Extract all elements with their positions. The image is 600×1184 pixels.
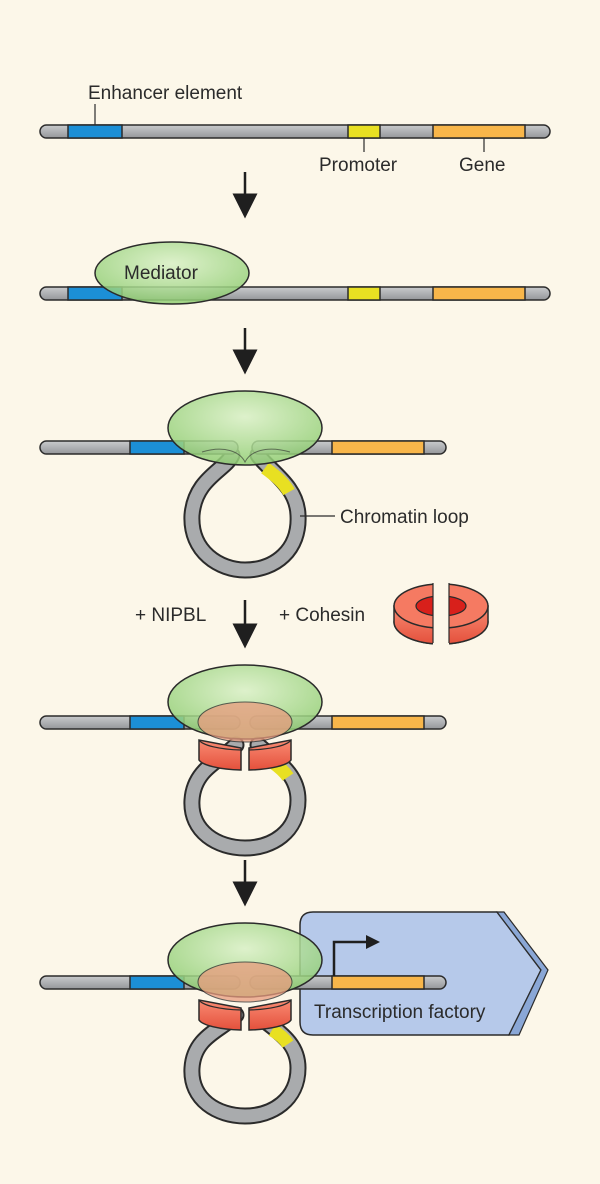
- step-3: Chromatin loop: [39, 390, 469, 579]
- step-5: Transcription factory: [39, 911, 549, 1125]
- cohesin-ring: [393, 580, 489, 646]
- cohesin-ring-bound: [198, 999, 292, 1031]
- promoter-segment: [261, 462, 295, 496]
- gene-segment: [331, 975, 425, 990]
- cohesin-ring-bound: [198, 739, 292, 771]
- gene-label: Gene: [459, 155, 505, 176]
- promoter-segment: [347, 124, 381, 139]
- transcription-start-arrow: [332, 940, 368, 976]
- promoter-segment: [347, 286, 381, 301]
- dna-strand: [39, 124, 551, 139]
- step-4: [39, 664, 447, 857]
- enhancer-label: Enhancer element: [88, 83, 243, 104]
- mediator-complex: [167, 390, 323, 466]
- transcription-factory-label: Transcription factory: [314, 1002, 486, 1023]
- gene-segment: [331, 715, 425, 730]
- gene-segment: [331, 440, 425, 455]
- cohesin-label: + Cohesin: [279, 605, 365, 626]
- step-1: Enhancer element Promoter Gene: [39, 83, 551, 176]
- gene-segment: [432, 286, 526, 301]
- enhancer-segment: [129, 975, 185, 990]
- mediator-label: Mediator: [124, 263, 199, 284]
- mediator-complex: [94, 241, 250, 305]
- gene-segment: [432, 124, 526, 139]
- enhancer-segment: [67, 124, 123, 139]
- nipbl-label: + NIPBL: [135, 605, 206, 626]
- step-2: Mediator: [39, 241, 551, 305]
- chromatin-loop-label: Chromatin loop: [340, 507, 469, 528]
- promoter-segment: [268, 1024, 294, 1048]
- promoter-label: Promoter: [319, 155, 398, 176]
